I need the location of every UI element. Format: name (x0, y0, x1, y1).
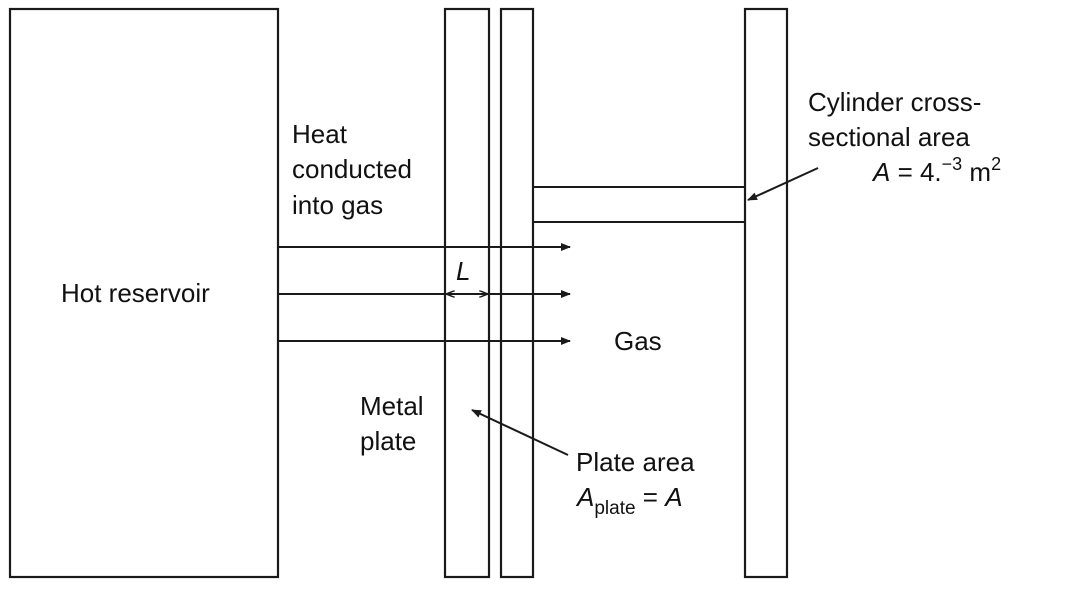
plate-area-formula: Aplate = A (575, 482, 683, 519)
cylinder-right-wall (743, 7, 789, 579)
cylinder-area-formula: A = 4.−3 m2 (871, 154, 1001, 187)
plate-area-symbol: A (575, 482, 594, 512)
plate-area-label: Plate area (576, 447, 695, 477)
gas-label: Gas (614, 326, 662, 356)
cylinder-area-label-line-1: Cylinder cross- (808, 87, 981, 117)
plate-area-value: A (663, 482, 682, 512)
metal-plate-label-line-1: Metal (360, 391, 424, 421)
cylinder-area-exponent: −3 (942, 154, 963, 174)
hot-reservoir-label: Hot reservoir (61, 278, 210, 308)
cylinder-area-symbol: A (871, 157, 890, 187)
heat-label-line-3: into gas (292, 190, 383, 220)
heat-label-line-2: conducted (292, 154, 412, 184)
metal-plate-label-line-2: plate (360, 426, 416, 456)
cylinder-area-unit-exponent: 2 (991, 154, 1001, 174)
cylinder-area-unit: m (962, 157, 991, 187)
cylinder-area-equals: = 4. (890, 157, 941, 187)
heat-label-line-1: Heat (292, 119, 348, 149)
plate-area-leader (471, 409, 569, 456)
cylinder-area-label-line-2: sectional area (808, 122, 970, 152)
cylinder-area-leader (747, 167, 819, 201)
plate-area-subscript: plate (594, 498, 635, 519)
plate-area-equals: = (636, 482, 666, 512)
thickness-label: L (456, 256, 470, 286)
